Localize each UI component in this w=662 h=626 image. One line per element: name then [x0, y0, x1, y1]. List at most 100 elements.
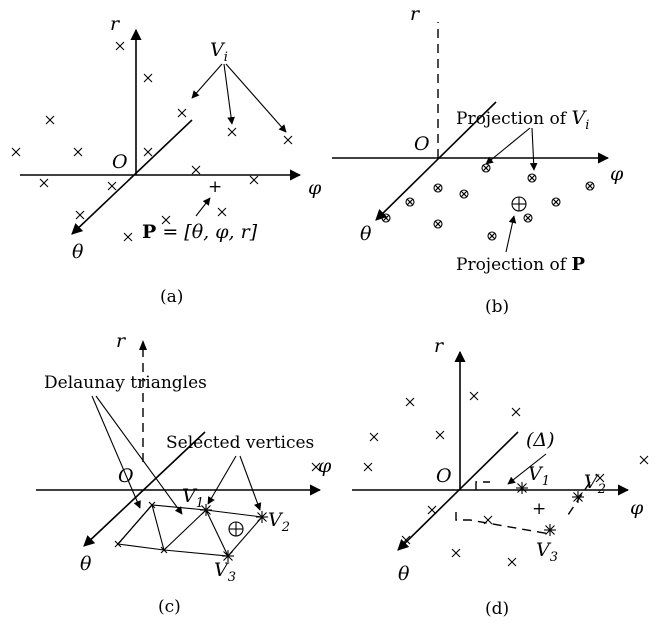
- panel-c-selected-label: Selected vertices: [166, 433, 314, 453]
- sample-vertex-marker-2: [143, 73, 153, 83]
- panel-d-delta-arrow: [507, 453, 547, 485]
- panel-d-v2-label: V2: [584, 471, 606, 497]
- panel-a-theta-axis: [71, 119, 193, 235]
- projected-vertex-marker-7: [551, 197, 561, 207]
- sample-vertex-marker-17: [123, 232, 133, 242]
- panel-c-v1-label: V1: [182, 485, 204, 511]
- sample-vertex-marker-11: [427, 505, 437, 515]
- sample-vertex-marker-13: [451, 548, 461, 558]
- sample-vertex-marker-11: [249, 175, 259, 185]
- panel-c-r-arrowhead: [139, 340, 147, 350]
- panel-a-phi-label: φ: [308, 177, 322, 199]
- panel-d-v3-label: V3: [536, 539, 558, 565]
- sample-vertex-marker-16: [161, 215, 171, 225]
- panel-b-proj-p-arrow: [505, 215, 517, 253]
- panel-d: r φ θ O (Δ) + V1 V2 V3 (d): [311, 335, 649, 619]
- panel-a: r φ θ O Vi + P = [θ, φ, r] (a): [11, 13, 322, 307]
- projected-vertex-marker-6: [405, 197, 415, 207]
- panel-b: r φ θ O Projection of Vi Projection of P…: [332, 3, 624, 317]
- panel-c-r-label: r: [116, 330, 127, 352]
- panel-b-origin-label: O: [414, 133, 430, 155]
- panel-b-theta-label: θ: [360, 223, 372, 245]
- panel-a-arrow-2: [223, 63, 235, 125]
- projected-vertex-marker-2: [527, 173, 537, 183]
- panel-d-phi-label: φ: [630, 497, 644, 519]
- selected-vertex-v1-marker: [200, 504, 212, 516]
- panel-c-delaunay-mesh: [116, 504, 264, 557]
- sample-vertex-marker-6: [311, 462, 321, 472]
- sample-vertex-marker-4: [177, 108, 187, 118]
- projected-vertex-marker-10: [433, 219, 443, 229]
- panel-d-v1-label: V1: [528, 463, 550, 489]
- panel-d-delta-dash-top: [475, 481, 490, 490]
- sample-vertex-marker-2: [469, 391, 479, 401]
- sample-vertex-marker-1: [405, 397, 415, 407]
- projected-vertex-marker-8: [523, 213, 533, 223]
- sample-vertex-marker-7: [363, 462, 373, 472]
- panel-c-selected-arrow-1: [207, 455, 237, 505]
- projected-vertex-marker-3: [585, 181, 595, 191]
- panel-c-selected-arrow-2: [239, 455, 262, 511]
- sample-vertex-marker-9: [595, 473, 605, 483]
- selected-vertex-v1-marker: [516, 482, 528, 494]
- sample-vertex-marker-12: [39, 178, 49, 188]
- panel-b-proj-p-label: Projection of P: [456, 254, 585, 275]
- sample-vertex-marker-5: [511, 407, 521, 417]
- sample-vertex-marker-8: [73, 147, 83, 157]
- projected-vertex-marker-4: [433, 183, 443, 193]
- mesh-vertex-marker-1: [148, 501, 156, 509]
- panel-c-caption: (c): [158, 597, 181, 617]
- panel-b-theta-axis: [375, 101, 497, 221]
- panel-b-phi-label: φ: [610, 163, 624, 185]
- sample-vertex-marker-14: [507, 557, 517, 567]
- panel-b-caption: (b): [485, 297, 509, 317]
- sample-vertex-marker-10: [191, 165, 201, 175]
- mesh-vertex-marker-3: [160, 546, 168, 554]
- panel-d-caption: (d): [485, 599, 509, 619]
- panel-d-origin-label: O: [436, 465, 452, 487]
- panel-a-samples: [11, 41, 293, 242]
- panel-d-theta-axis: [397, 431, 519, 551]
- selected-vertex-v2-marker: [256, 511, 268, 523]
- sample-vertex-marker-9: [143, 147, 153, 157]
- panel-c-delaunay-arrow-1: [91, 395, 141, 509]
- panel-c-samples: [114, 501, 268, 562]
- sample-vertex-marker-3: [369, 432, 379, 442]
- mesh-vertex-marker-2: [114, 540, 122, 548]
- panel-c-mesh-outline: [116, 504, 264, 557]
- sample-vertex-marker-13: [107, 181, 117, 191]
- panel-c-v2-label: V2: [268, 509, 290, 535]
- panel-a-arrow-1: [191, 63, 223, 99]
- projected-vertex-marker-11: [487, 231, 497, 241]
- selected-vertex-v3-marker: [222, 550, 234, 562]
- panel-a-point-marker: +: [208, 177, 222, 197]
- panel-c-mesh-edge-2: [163, 509, 207, 551]
- projected-vertex-marker-1: [481, 163, 491, 173]
- sample-vertex-marker-12: [401, 535, 411, 545]
- projected-vertex-marker-5: [459, 189, 469, 199]
- panel-c-theta-axis: [83, 431, 206, 547]
- panel-c-delaunay-label: Delaunay triangles: [44, 373, 207, 393]
- panel-a-caption: (a): [160, 287, 183, 307]
- sample-vertex-marker-1: [115, 41, 125, 51]
- panel-d-theta-label: θ: [398, 563, 410, 585]
- panel-d-point-marker: +: [532, 499, 546, 519]
- panel-d-delta-label: (Δ): [526, 429, 555, 451]
- panel-a-point-label: P = [θ, φ, r]: [142, 221, 258, 243]
- panel-a-arrow-3: [225, 63, 287, 133]
- panel-b-r-label: r: [410, 3, 421, 25]
- panel-c-mesh-edge-3: [205, 509, 229, 557]
- panel-a-origin-label: O: [112, 151, 128, 173]
- panel-c-mesh-edge-5: [117, 504, 153, 545]
- panel-c-mesh-edge-1: [151, 504, 165, 551]
- panel-b-proj-vi-label: Projection of Vi: [456, 107, 589, 133]
- panel-d-delta-dash-bottom: [455, 512, 551, 535]
- panel-a-vertex-label: Vi: [210, 39, 228, 65]
- panel-a-r-label: r: [110, 13, 121, 35]
- selected-vertex-v3-marker: [544, 524, 556, 536]
- sample-vertex-marker-7: [11, 147, 21, 157]
- sample-vertex-marker-6: [283, 135, 293, 145]
- panel-d-delta-projection-line: [455, 481, 591, 535]
- panel-b-samples: [381, 163, 595, 241]
